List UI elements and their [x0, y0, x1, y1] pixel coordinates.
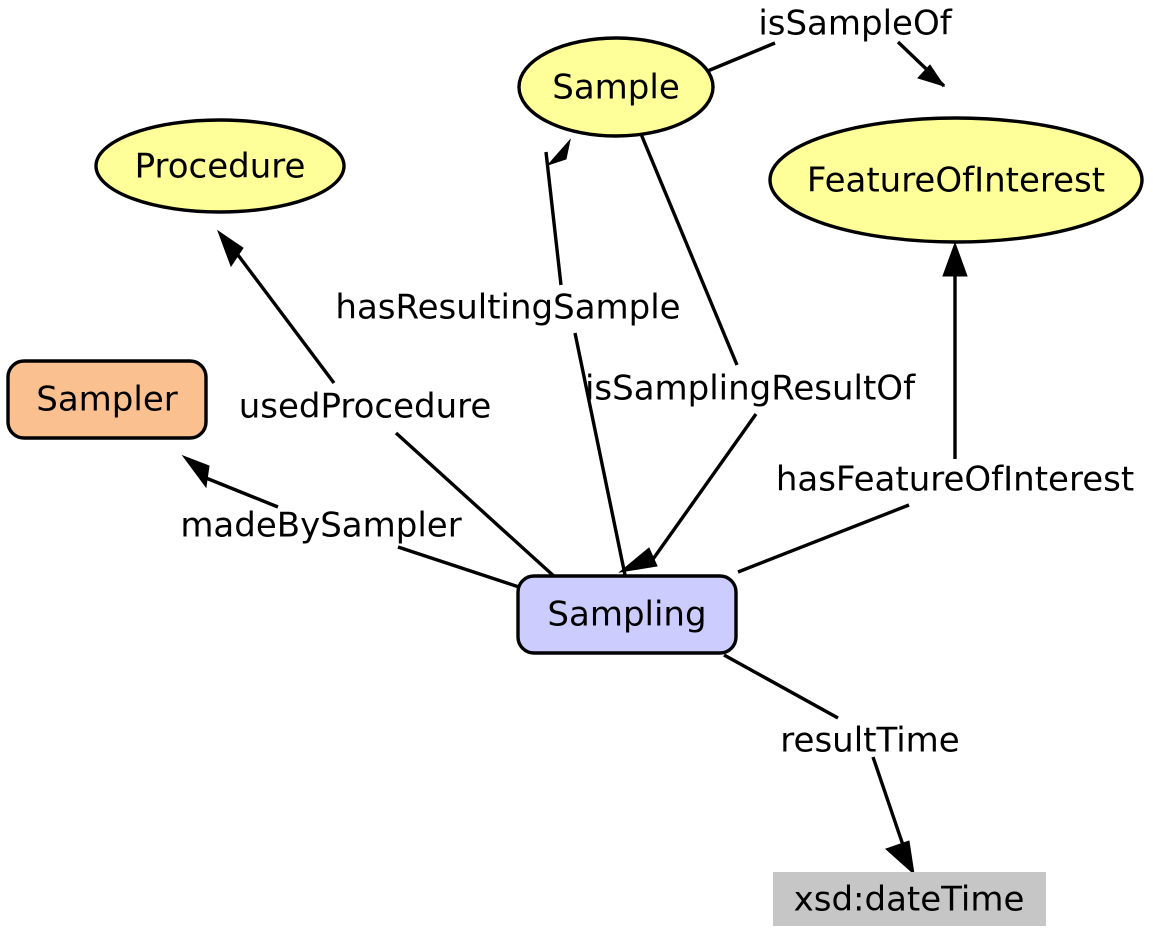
edge-madeBySampler-label: madeBySampler	[180, 506, 461, 546]
edge-hasResultingSample-arrowhead	[546, 138, 571, 167]
node-sample-label: Sample	[552, 68, 679, 108]
node-featureofinterest[interactable]: FeatureOfInterest	[768, 116, 1144, 244]
edge-usedProcedure-line-b	[233, 249, 336, 385]
node-xsd-datetime-label: xsd:dateTime	[794, 880, 1025, 920]
edge-madeBySampler-line-a	[397, 545, 523, 590]
node-sampling-shape	[516, 574, 738, 655]
edge-hasFeatureOfInterest-label: hasFeatureOfInterest	[776, 460, 1134, 500]
edge-usedProcedure-line-a	[394, 431, 558, 580]
node-sampler-label: Sampler	[36, 380, 177, 420]
edge-madeBySampler-arrowhead	[181, 454, 210, 489]
edge-resultTime-line-b	[871, 756, 906, 849]
edge-isSamplingResultOf-label: isSamplingResultOf	[585, 369, 916, 409]
node-procedure[interactable]: Procedure	[94, 118, 346, 214]
node-sample[interactable]: Sample	[517, 36, 715, 138]
node-featureofinterest-shape	[768, 116, 1144, 244]
edge-isSamplingResultOf[interactable]: isSamplingResultOf	[585, 133, 916, 573]
node-xsd-datetime[interactable]: xsd:dateTime	[773, 872, 1046, 926]
node-procedure-label: Procedure	[135, 147, 306, 187]
edge-isSamplingResultOf-arrowhead	[618, 547, 658, 573]
edge-usedProcedure-arrowhead	[216, 229, 244, 268]
node-sampling-label: Sampling	[547, 595, 706, 635]
edge-isSampleOf-arrowhead	[917, 64, 946, 87]
edge-hasResultingSample-label: hasResultingSample	[335, 288, 680, 328]
edge-isSamplingResultOf-line-b	[649, 413, 758, 563]
node-sampler-shape	[6, 359, 208, 440]
edge-resultTime-arrowhead	[885, 840, 915, 876]
edge-hasFeatureOfInterest[interactable]: hasFeatureOfInterest	[737, 241, 1134, 574]
edge-isSampleOf[interactable]: isSampleOf	[697, 4, 953, 88]
edge-madeBySampler[interactable]: madeBySampler	[180, 454, 523, 590]
node-sampling[interactable]: Sampling	[516, 574, 738, 655]
edge-madeBySampler-line-b	[205, 476, 279, 509]
edge-hasResultingSample-line-a	[573, 332, 627, 576]
node-featureofinterest-label: FeatureOfInterest	[807, 161, 1105, 201]
edge-isSampleOf-line-a	[697, 41, 776, 77]
edge-resultTime-label: resultTime	[780, 721, 959, 761]
node-procedure-shape	[94, 118, 346, 214]
edge-usedProcedure-label: usedProcedure	[239, 387, 492, 427]
edge-hasFeatureOfInterest-arrowhead	[942, 241, 968, 277]
edge-isSamplingResultOf-line-a	[639, 133, 739, 366]
edge-hasResultingSample-line-b	[544, 151, 563, 286]
node-sampler[interactable]: Sampler	[6, 359, 208, 440]
edge-resultTime-line-a	[723, 653, 839, 720]
edge-usedProcedure[interactable]: usedProcedure	[216, 229, 558, 580]
node-xsd-datetime-shape	[773, 872, 1046, 926]
edge-resultTime[interactable]: resultTime	[723, 653, 960, 876]
edge-hasFeatureOfInterest-line-a	[737, 503, 910, 574]
edge-hasResultingSample[interactable]: hasResultingSample	[335, 138, 681, 576]
node-sample-shape	[517, 36, 715, 138]
edge-isSampleOf-label: isSampleOf	[758, 4, 952, 44]
